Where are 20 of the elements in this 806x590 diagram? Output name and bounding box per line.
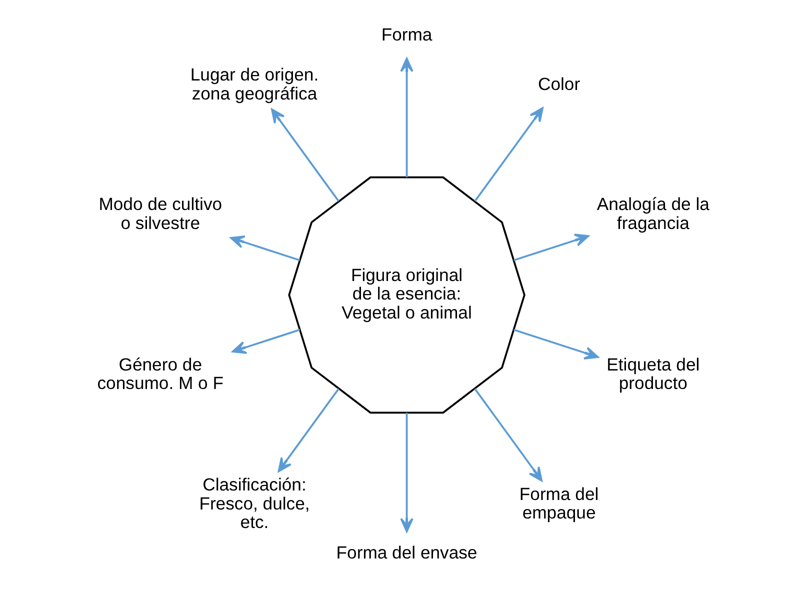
arrow (474, 388, 542, 482)
arrow (278, 388, 340, 472)
node-text: Modo de cultivo o silvestre (98, 194, 222, 234)
arrow (400, 58, 414, 178)
node-text: Analogía de la fragancia (596, 194, 710, 234)
arrow (513, 234, 590, 262)
arrow (232, 328, 300, 354)
node-text: Lugar de origen. zona geográfica (190, 64, 319, 104)
arrow (271, 108, 340, 202)
node-text: Forma (381, 24, 432, 45)
arrow (400, 412, 414, 532)
arrow (474, 107, 544, 202)
node-text: Género de consumo. M o F (97, 354, 224, 394)
node-text: Forma del empaque (519, 484, 599, 523)
node-text: Forma del envase (336, 542, 478, 563)
node-text: Color (538, 74, 580, 94)
arrow (513, 328, 599, 360)
node-text: Etiqueta del producto (606, 354, 700, 394)
node-text: Clasificación: Fresco, dulce, etc. (199, 474, 310, 532)
arrow (230, 235, 300, 262)
